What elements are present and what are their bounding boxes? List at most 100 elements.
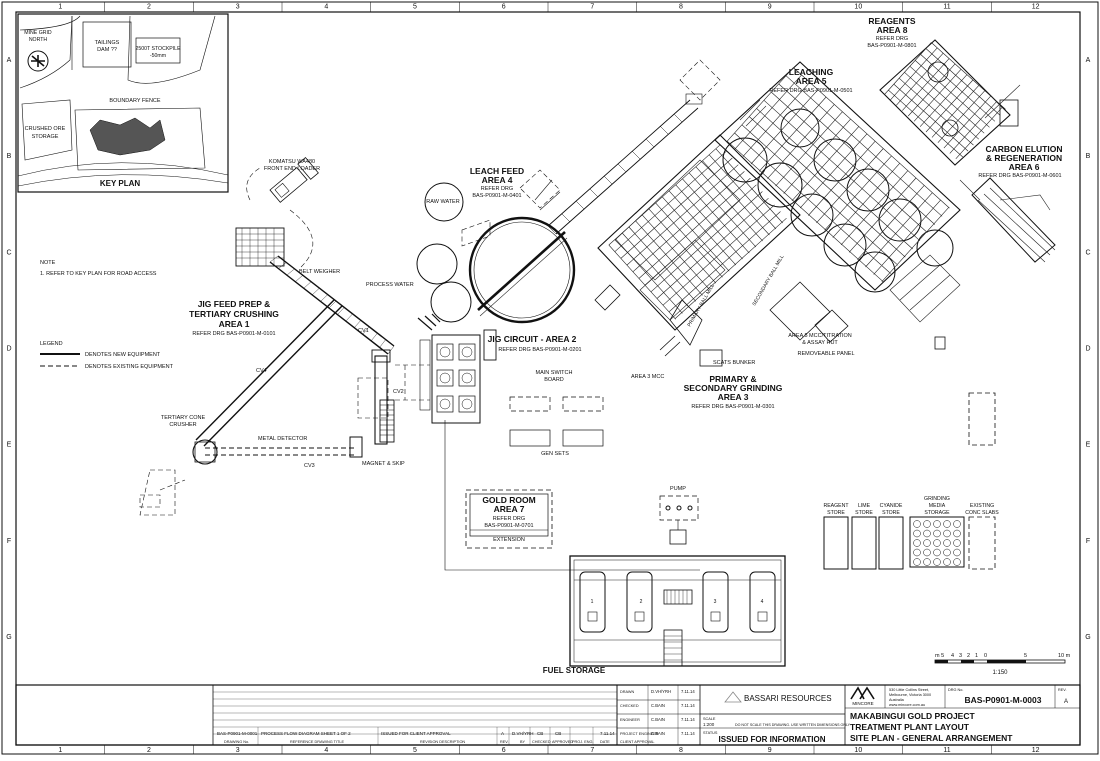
existing-slabs-label: EXISTING — [970, 503, 994, 509]
mincore-logo-icon — [850, 686, 875, 700]
hdr-scale: SCALE — [703, 717, 716, 721]
scale-tick-2: 4 — [951, 653, 954, 659]
hdr-engineer: ENGINEER — [620, 718, 640, 722]
hdr-date: DATE — [600, 740, 610, 744]
grid-column-3-top: 3 — [236, 4, 240, 11]
grid-column-10-top: 10 — [854, 4, 862, 11]
cv1-label: CV1 — [358, 328, 369, 334]
scale-tick-5: 1 — [975, 653, 978, 659]
address-2: Melbourne, Victoria 3000 — [889, 693, 931, 697]
drawn-by: D.VH/YRH — [651, 689, 671, 694]
hdr-dwg: DRAWING No. — [224, 740, 249, 744]
svg-text:DAM ??: DAM ?? — [97, 47, 117, 53]
area5-title-2: AREA 5 — [796, 76, 827, 86]
title-block: BAS-P0901-M-0001 PROCESS FLOW DIAGRAM SH… — [15, 684, 1081, 746]
grid-column-12-bottom: 12 — [1032, 747, 1040, 754]
fuel-tank — [626, 571, 653, 633]
svg-text:-50mm: -50mm — [150, 53, 166, 59]
tank-4-label: 4 — [761, 599, 764, 605]
grid-column-12-top: 12 — [1032, 4, 1040, 11]
scale-tick-8: 10 m — [1058, 653, 1071, 659]
scale-tick-6: 0 — [984, 653, 987, 659]
area4-ref-1: REFER DRG — [481, 186, 513, 192]
fuel-tank — [749, 571, 776, 633]
boundary-fence-label: BOUNDARY FENCE — [109, 98, 160, 104]
grid-column-8-top: 8 — [679, 4, 683, 11]
area7-extension: EXTENSION — [493, 537, 525, 543]
grid-column-6-top: 6 — [502, 4, 506, 11]
consultant-name: MINCORE — [852, 701, 873, 706]
komatsu-label-2: FRONT END LOADER — [264, 166, 320, 172]
grid-column-6-bottom: 6 — [502, 747, 506, 754]
notes-legend: NOTE 1. REFER TO KEY PLAN FOR ROAD ACCES… — [40, 260, 174, 370]
grid-row-G-right: G — [1085, 634, 1090, 641]
tank-3-label: 3 — [714, 599, 717, 605]
belt-weigher-label: BELT WEIGHER — [299, 269, 340, 275]
north-label-1: MINE GRID — [24, 30, 52, 36]
area1-title-2: TERTIARY CRUSHING — [189, 309, 279, 319]
legend-existing: DENOTES EXISTING EQUIPMENT — [85, 364, 174, 370]
date-2: 7.11.14 — [681, 703, 695, 708]
grid-column-7-bottom: 7 — [590, 747, 594, 754]
hdr-app: APPROVED — [552, 740, 573, 744]
grid-row-A-right: A — [1086, 57, 1091, 64]
proj-eng-by: C.BAIN — [651, 731, 665, 736]
engineer-by: C.BAIN — [651, 717, 665, 722]
grid-row-F-left: F — [7, 538, 11, 545]
grid-column-11-bottom: 11 — [943, 747, 950, 754]
grid-row-D-left: D — [6, 346, 11, 353]
hdr-checked: CHECKED — [620, 704, 639, 708]
grid-column-11-top: 11 — [943, 4, 950, 11]
cv3-label: CV3 — [304, 463, 315, 469]
project-title-2: TREATMENT PLANT LAYOUT — [850, 722, 970, 732]
dwg-no-label: DRG No. — [948, 688, 963, 692]
area4-ref-2: BAS-P0901-M-0401 — [472, 193, 521, 199]
svg-text:STORE: STORE — [855, 510, 873, 516]
grid-column-5-bottom: 5 — [413, 747, 417, 754]
no-scale-note: DO NOT SCALE THIS DRAWING. USE WRITTEN D… — [735, 723, 851, 727]
scale-tick-7: 5 — [1024, 653, 1027, 659]
komatsu-label-1: KOMATSU WA480 — [269, 159, 315, 165]
area3-title-1: PRIMARY & — [709, 374, 756, 384]
magnet-skip-label: MAGNET & SKIP — [362, 461, 405, 467]
area3-title-3: AREA 3 — [718, 392, 749, 402]
ref-title: PROCESS FLOW DIAGRAM SHEET 1 OF 2 — [261, 731, 351, 736]
grid-row-B-left: B — [7, 153, 12, 160]
cv4-label: CV4 — [256, 368, 267, 374]
status-text: ISSUED FOR INFORMATION — [719, 735, 826, 744]
area-2-4-jig-leachfeed — [416, 99, 699, 424]
grid-column-7-top: 7 — [590, 4, 594, 11]
area3-title-2: SECONDARY GRINDING — [684, 383, 783, 393]
date-3: 7.11.14 — [681, 717, 695, 722]
main-switch-label-1: MAIN SWITCH — [536, 370, 573, 376]
grid-row-B-right: B — [1086, 153, 1091, 160]
fuel-storage-area — [569, 495, 786, 667]
grid-column-4-top: 4 — [324, 4, 328, 11]
project-title-3: SITE PLAN - GENERAL ARRANGEMENT — [850, 733, 1013, 743]
grid-column-9-top: 9 — [768, 4, 772, 11]
area4-title-1: LEACH FEED — [470, 166, 524, 176]
area-1-crushing — [139, 157, 430, 516]
hdr-projeng: PROJECT ENGINEER — [620, 732, 659, 736]
scale-tick-4: 2 — [967, 653, 970, 659]
area5-ref: REFER DRG BAS-P0901-M-0501 — [769, 88, 852, 94]
area-5-leaching — [714, 61, 961, 350]
svg-text:STORAGE: STORAGE — [32, 134, 59, 140]
grid-row-G-left: G — [6, 634, 11, 641]
stockpile-label: 2500T STOCKPILE — [135, 46, 181, 52]
ref-dwg: BAS-P0901-M-0001 — [217, 731, 258, 736]
lime-store-label: LIME — [858, 503, 871, 509]
area6-ref: REFER DRG BAS-P0901-M-0601 — [978, 173, 1061, 179]
svg-text:STORAGE: STORAGE — [924, 510, 950, 516]
address-4: www.mincore.com.au — [889, 703, 925, 707]
area1-title-3: AREA 1 — [219, 319, 250, 329]
secondary-ball-label: SECONDARY BALL MILL — [752, 254, 786, 307]
grid-column-8-bottom: 8 — [679, 747, 683, 754]
rev-by: D.VH/YRH — [512, 731, 534, 736]
scale-value: 1:200 — [703, 722, 715, 727]
hdr-client: CLIENT APPROVAL — [620, 740, 654, 744]
area6-title-2: & REGENERATION — [986, 153, 1062, 163]
